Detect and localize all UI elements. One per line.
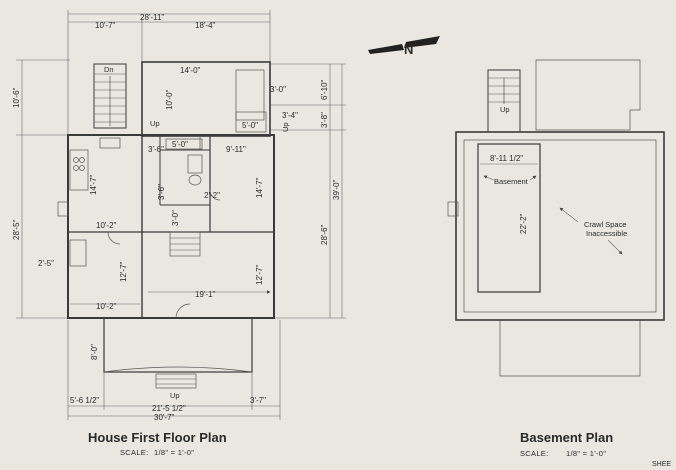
dim-closet-depth: 2'-5"	[38, 259, 54, 268]
basement-plan: Up 8'-11 1/2" 22'-2" Basement Crawl Spac…	[447, 59, 665, 458]
label-down: Dn	[104, 65, 114, 74]
dim-rear-room-depth: 10'-0"	[165, 89, 174, 110]
dim-left-room-depth: 12'-7"	[119, 261, 128, 282]
center-stair	[169, 231, 201, 257]
crawl-label-line2: Inaccessible	[586, 229, 627, 238]
dim-overall-top: 28'-11"	[140, 13, 164, 22]
dim-top-right: 18'-4"	[195, 21, 216, 30]
first-floor-title: House First Floor Plan	[88, 430, 227, 445]
first-floor-plan: 28'-11" 10'-7" 18'-4" 10'-6" 28'-5" 6'-1…	[12, 10, 346, 457]
dim-bath-width: 5'-0"	[172, 140, 188, 149]
dim-porch-depth: 8'-0"	[90, 344, 99, 360]
dim-right-upper-a: 6'-10"	[320, 79, 329, 100]
dim-small-a: 5'-0"	[242, 121, 258, 130]
dim-left-lower: 28'-5"	[12, 219, 21, 240]
dim-left-upper: 10'-6"	[12, 87, 21, 108]
bath-fixtures: 5'-0"	[165, 138, 203, 186]
dim-kitchen-depth: 14'-7"	[89, 174, 98, 195]
dim-small-b: 3'-6"	[148, 145, 164, 154]
dim-living-width: 19'-1"	[195, 290, 216, 299]
dim-bedroom-depth: 14'-7"	[255, 177, 264, 198]
foundation-outline	[455, 131, 665, 321]
crawl-label-line1: Crawl Space	[584, 220, 627, 229]
basement-scale-value: 1/8" = 1'-0"	[566, 449, 606, 458]
dim-porch-center: 21'-5 1/2"	[152, 404, 186, 413]
left-dimensions: 10'-6" 28'-5"	[12, 59, 70, 319]
interior-dimensions: 3'-6" 9'-11" 14'-7" 10'-2" 3'-6" 2'-2" 3…	[38, 145, 271, 311]
basement-dim-width: 8'-11 1/2"	[490, 154, 523, 163]
dim-rear-closet-b: 3'-4"	[282, 111, 298, 120]
basement-dim-depth: 22'-2"	[519, 213, 528, 234]
rear-stair: Dn	[93, 63, 127, 129]
right-dimensions: 6'-10" 3'-8" 28'-6" 39'-0"	[270, 63, 346, 319]
dim-rear-closet: 3'-0"	[270, 85, 286, 94]
dim-porch-left: 5'-6 1/2"	[70, 396, 99, 405]
sheet-label: SHEE	[652, 461, 671, 468]
dim-living-depth: 12'-7"	[255, 264, 264, 285]
interior-walls	[68, 135, 274, 318]
basement-room	[477, 143, 541, 293]
dim-right-upper-b: 3'-8"	[320, 112, 329, 128]
dim-rear-room-width: 14'-0"	[180, 66, 201, 75]
label-up-rear: Up	[150, 119, 160, 128]
kitchen-fixtures	[57, 137, 121, 267]
door-swings	[107, 189, 221, 319]
first-floor-scale-value: 1/8" = 1'-0"	[154, 448, 194, 457]
dim-left-room-width: 10'-2"	[96, 302, 117, 311]
dim-right-middle: 28'-6"	[320, 224, 329, 245]
basement-label: Basement	[494, 177, 529, 186]
dim-right-overall: 39'-0"	[332, 179, 341, 200]
first-floor-scale-label: SCALE:	[120, 448, 148, 457]
north-arrow-icon: N	[368, 36, 440, 57]
basement-label-up: Up	[500, 105, 510, 114]
dim-hall-a: 3'-6"	[157, 184, 166, 200]
north-label: N	[404, 42, 413, 57]
dim-top-left: 10'-7"	[95, 21, 116, 30]
dim-kitchen-width: 10'-2"	[96, 221, 117, 230]
dim-hall-b: 2'-2"	[204, 191, 220, 200]
basement-title: Basement Plan	[520, 430, 613, 445]
dim-hall-c: 3'-0"	[171, 210, 180, 226]
dim-bedroom-width: 9'-11"	[226, 145, 246, 154]
basement-scale-label: SCALE:	[520, 449, 548, 458]
label-up-side: Up	[281, 122, 290, 132]
dim-porch-right: 3'-7"	[250, 396, 266, 405]
front-porch: Up 8'-0"	[90, 317, 253, 400]
dim-porch-overall: 30'-7"	[154, 413, 175, 422]
label-up-front: Up	[170, 391, 180, 400]
bottom-dimensions: 5'-6 1/2" 21'-5 1/2" 3'-7" 30'-7"	[67, 320, 281, 422]
